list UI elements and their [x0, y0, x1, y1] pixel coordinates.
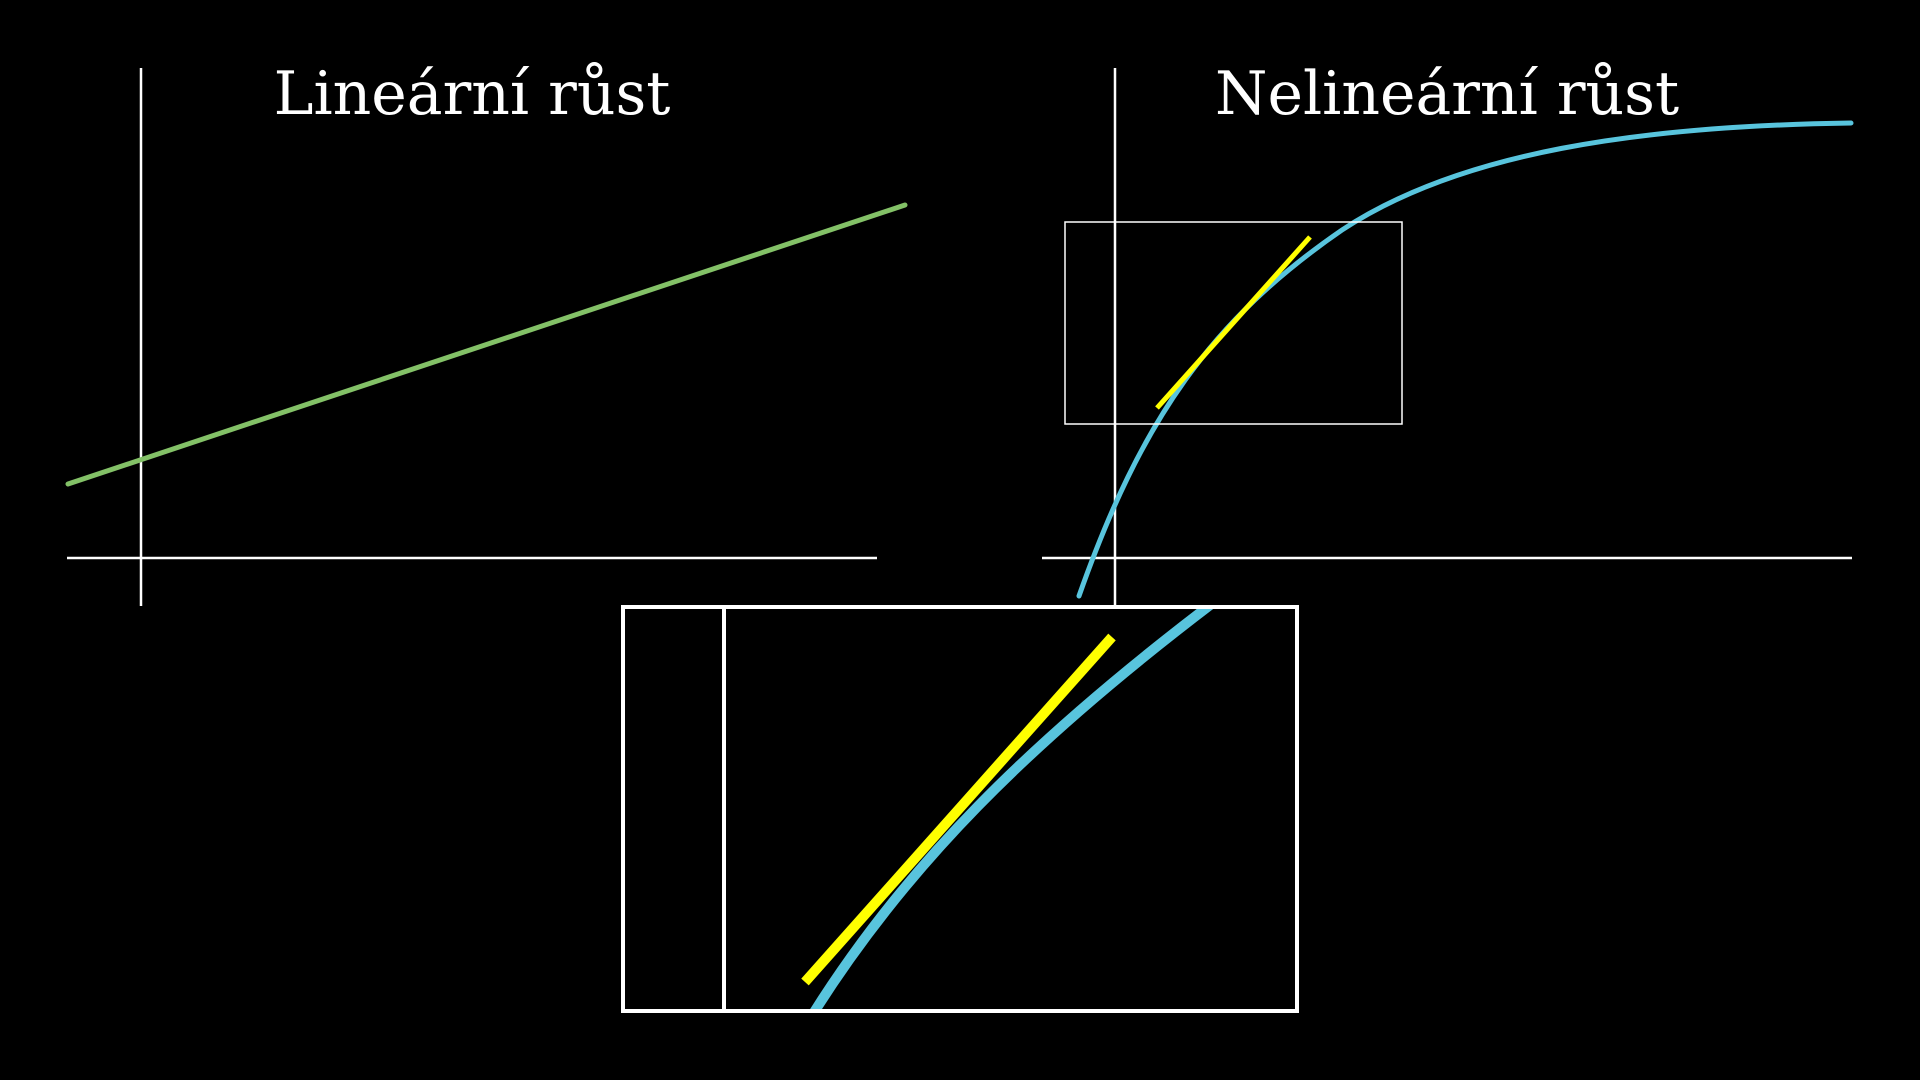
linear-panel-title: Lineární růst — [274, 59, 671, 129]
linear-growth-panel: Lineární růst — [65, 59, 908, 606]
linear-growth-line — [65, 202, 908, 487]
nonlinear-panel-title: Nelineární růst — [1215, 59, 1679, 129]
zoom-inset — [621, 605, 1299, 1013]
zoom-inset-frame — [621, 605, 1299, 1013]
zoom-region-outline — [1064, 221, 1403, 425]
nonlinear-growth-curve — [1076, 120, 1854, 599]
zoom-tangent-line — [801, 633, 1116, 986]
nonlinear-growth-panel: Nelineární růst — [1042, 59, 1854, 606]
tangent-line — [1155, 235, 1312, 410]
zoom-curve — [808, 607, 1216, 1011]
